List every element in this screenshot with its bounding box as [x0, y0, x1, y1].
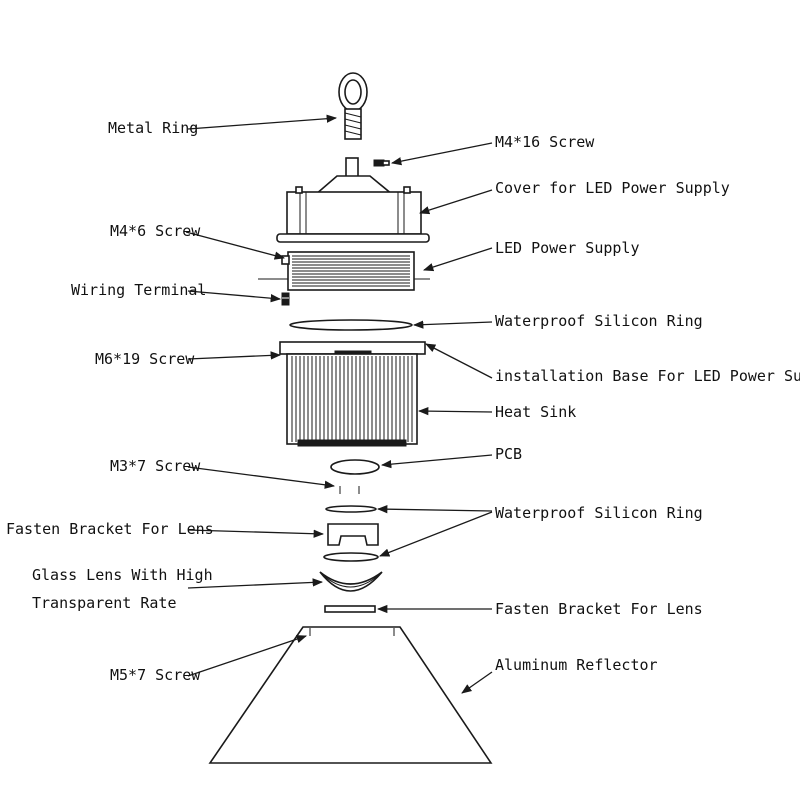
- label-metal-ring: Metal Ring: [108, 119, 198, 137]
- label-waterproof-ring-top: Waterproof Silicon Ring: [495, 312, 703, 330]
- label-m3-7-screw: M3*7 Screw: [110, 457, 201, 475]
- m4-16-screw-part: [373, 159, 390, 167]
- label-m4-16-screw: M4*16 Screw: [495, 133, 595, 151]
- label-fasten-bracket-left: Fasten Bracket For Lens: [6, 520, 214, 538]
- waterproof-ring-lower-part: [325, 505, 377, 513]
- label-wiring-terminal: Wiring Terminal: [71, 281, 206, 299]
- label-waterproof-ring-bottom: Waterproof Silicon Ring: [495, 504, 703, 522]
- pcb-part: [330, 459, 380, 475]
- fasten-bracket-upper-part: [327, 523, 379, 546]
- wiring-terminal-part: [281, 292, 290, 306]
- label-led-power-supply: LED Power Supply: [495, 239, 640, 257]
- label-fasten-bracket-right: Fasten Bracket For Lens: [495, 600, 703, 618]
- label-pcb: PCB: [495, 445, 522, 463]
- aluminum-reflector-part: [208, 626, 493, 764]
- leader-lines: [185, 114, 493, 694]
- waterproof-ring-top-part: [289, 319, 413, 331]
- label-installation-base: installation Base For LED Power Supply: [495, 367, 800, 385]
- label-m6-19-screw: M6*19 Screw: [95, 350, 195, 368]
- label-glass-lens-line1: Glass Lens With High: [32, 566, 213, 584]
- m3-7-screws-part: [339, 486, 360, 494]
- label-m5-7-screw: M5*7 Screw: [110, 666, 201, 684]
- label-cover-power-supply: Cover for LED Power Supply: [495, 179, 730, 197]
- label-glass-lens-line2: Transparent Rate: [32, 594, 177, 612]
- led-power-supply-part: [258, 251, 430, 291]
- label-m4-6-screw: M4*6 Screw: [110, 222, 201, 240]
- power-supply-cover-part: [276, 157, 430, 243]
- glass-lens-part: [319, 571, 383, 592]
- waterproof-ring-below-part: [323, 552, 379, 562]
- heat-sink-part: [279, 341, 426, 447]
- fasten-bracket-lower-part: [324, 605, 376, 613]
- label-aluminum-reflector: Aluminum Reflector: [495, 656, 658, 674]
- label-heat-sink: Heat Sink: [495, 403, 576, 421]
- metal-ring-part: [338, 72, 368, 140]
